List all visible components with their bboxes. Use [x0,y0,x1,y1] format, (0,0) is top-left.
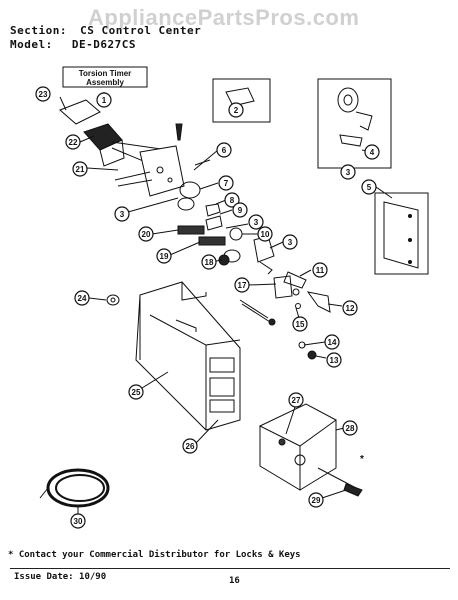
callout-layer: 1 2 3 4 3 5 6 7 8 9 3 10 11 12 13 14 15 … [35,86,380,529]
callout-3-right: 3 [282,234,298,250]
svg-text:3: 3 [254,218,259,227]
callout-1: 1 [96,92,112,108]
callout-27: 27 [288,392,304,408]
part-5-frame [374,192,429,275]
issue-date: Issue Date: 10/90 [14,572,107,582]
section-label: Section: [10,24,67,37]
svg-text:10: 10 [261,230,270,239]
svg-text:13: 13 [330,356,339,365]
footer-rule [10,568,450,569]
svg-text:3: 3 [346,168,351,177]
svg-text:9: 9 [238,206,243,215]
timer-plate [139,145,185,197]
callout-15: 15 [292,316,308,332]
svg-text:5: 5 [367,183,372,192]
svg-text:7: 7 [224,179,229,188]
svg-text:12: 12 [346,304,355,313]
callout-5: 5 [361,179,377,195]
svg-text:3: 3 [288,238,293,247]
watermark: AppliancePartsPros.com [88,5,360,30]
assembly-label-line1: Torsion Timer [79,69,132,78]
svg-text:20: 20 [142,230,151,239]
svg-text:6: 6 [222,146,227,155]
callout-3-mid: 3 [248,214,264,230]
page-number: 16 [229,576,240,586]
callout-13: 13 [326,352,342,368]
svg-text:21: 21 [76,165,85,174]
callout-14: 14 [324,334,340,350]
svg-text:19: 19 [160,252,169,261]
callout-29: 29 [308,492,324,508]
svg-text:27: 27 [292,396,301,405]
callout-18: 18 [201,254,217,270]
asterisk-mark: * [360,454,364,465]
callout-3-left: 3 [114,206,130,222]
callout-8: 8 [224,192,240,208]
svg-text:23: 23 [39,90,48,99]
svg-text:25: 25 [132,388,141,397]
svg-text:3: 3 [120,210,125,219]
svg-text:22: 22 [69,138,78,147]
model-label: Model: [10,38,53,51]
svg-text:30: 30 [74,517,83,526]
svg-text:11: 11 [316,266,325,275]
callout-9: 9 [232,202,248,218]
callout-7: 7 [218,175,234,191]
coin-drawer [258,403,337,447]
callout-26: 26 [182,438,198,454]
section-line: Section: CS Control Center [10,24,201,37]
section-value: CS Control Center [80,24,202,37]
callout-10: 10 [257,226,273,242]
part-2-frame [212,78,271,123]
part-3-4-frame [317,78,392,169]
model-value: DE-D627CS [71,38,136,51]
svg-text:26: 26 [186,442,195,451]
callout-19: 19 [156,248,172,264]
callout-11: 11 [312,262,328,278]
svg-text:1: 1 [102,96,107,105]
callout-21: 21 [72,161,88,177]
callout-20: 20 [138,226,154,242]
part-2-shape [225,87,255,107]
assembly-label-line2: Assembly [86,78,124,87]
assembly-label-box [62,66,148,88]
svg-text:24: 24 [78,294,87,303]
callout-24: 24 [74,290,90,306]
callout-3: 3 [340,164,356,180]
callout-25: 25 [128,384,144,400]
svg-text:2: 2 [234,106,239,115]
callout-23: 23 [35,86,51,102]
callout-4: 4 [364,144,380,160]
callout-17: 17 [234,277,250,293]
control-center-housing [135,281,241,431]
callout-12: 12 [342,300,358,316]
svg-text:29: 29 [312,496,321,505]
callout-28: 28 [342,420,358,436]
callout-30: 30 [70,513,86,529]
svg-text:18: 18 [205,258,214,267]
svg-text:14: 14 [328,338,337,347]
svg-text:28: 28 [346,424,355,433]
svg-text:8: 8 [230,196,235,205]
callout-2: 2 [228,102,244,118]
svg-text:4: 4 [370,148,375,157]
callout-22: 22 [65,134,81,150]
svg-text:15: 15 [296,320,305,329]
footnote: * Contact your Commercial Distributor fo… [8,550,301,560]
callout-6: 6 [216,142,232,158]
svg-text:17: 17 [238,281,247,290]
model-line: Model: DE-D627CS [10,38,136,51]
